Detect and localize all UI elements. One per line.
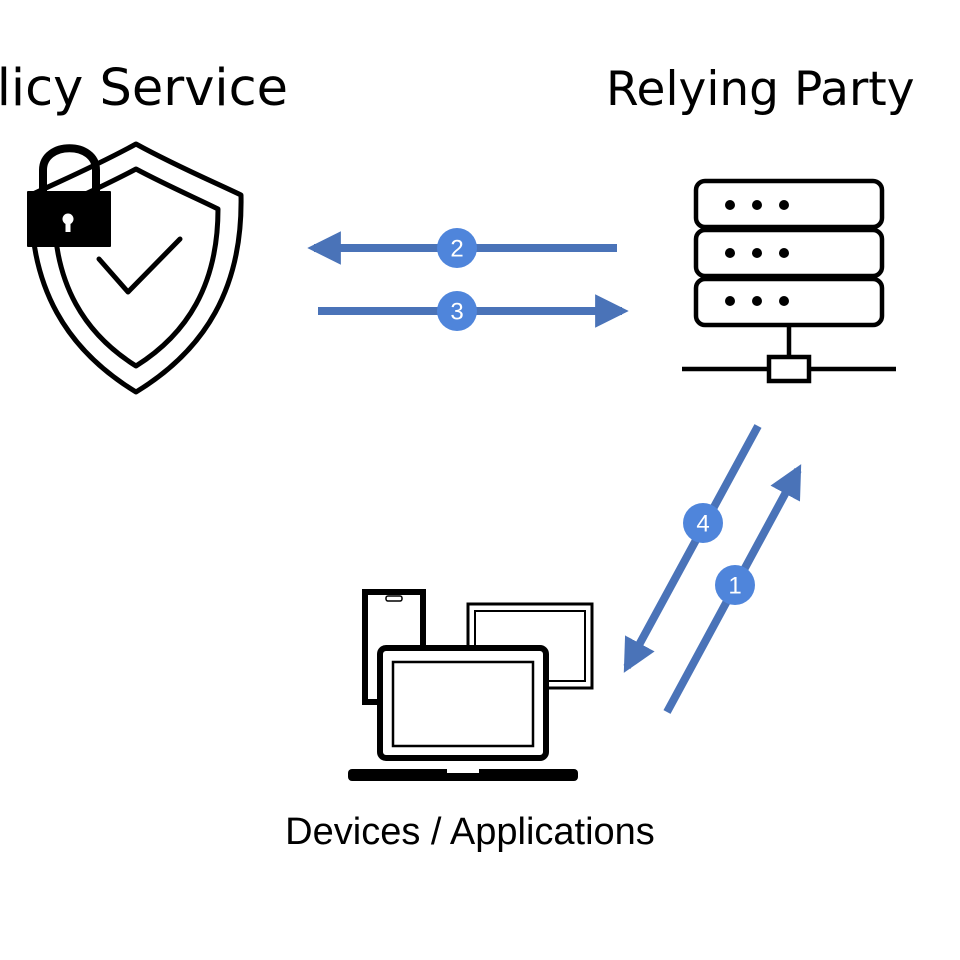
arrow-step-3: 3: [318, 291, 629, 331]
step-badge-2: 2: [437, 228, 477, 268]
relying-party-label: Relying Party: [606, 62, 915, 117]
policy-service-label: olicy Service: [0, 54, 296, 124]
step-badge-1: 1: [715, 565, 755, 605]
devices-applications-label: Devices / Applications: [285, 811, 655, 853]
step-number: 1: [728, 573, 741, 600]
arrow-step-4: 4: [623, 424, 762, 673]
arrow-step-2: 2: [307, 228, 617, 268]
shield-lock-icon: [27, 141, 244, 395]
padlock-icon: [27, 144, 111, 247]
step-badge-4: 4: [683, 503, 723, 543]
server-rack-icon: [682, 178, 896, 384]
step-number: 2: [450, 236, 463, 263]
arrow-step-1: 1: [663, 464, 802, 714]
step-badge-3: 3: [437, 291, 477, 331]
step-number: 3: [450, 299, 463, 326]
step-number: 4: [696, 511, 709, 538]
policy-service-label-text: olicy Service: [0, 59, 288, 118]
devices-icon: [348, 589, 594, 781]
laptop-icon: [348, 645, 578, 781]
